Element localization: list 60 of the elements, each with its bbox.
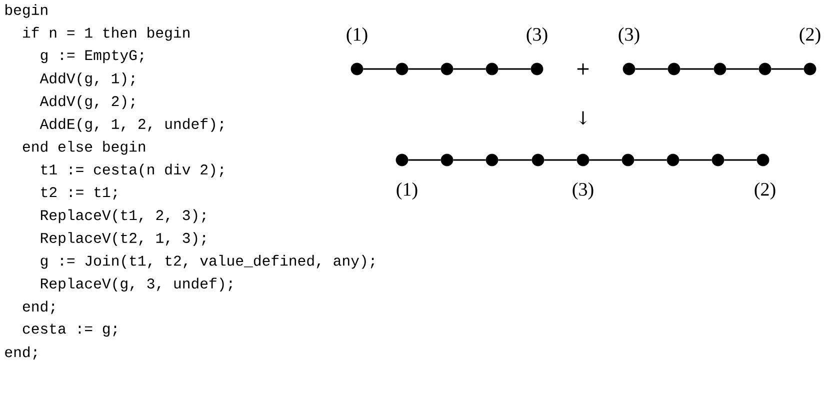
vertex-label: (1)	[396, 182, 418, 200]
code-line: ReplaceV(t1, 2, 3);	[40, 209, 206, 224]
edge-line	[724, 159, 757, 161]
vertex	[396, 62, 408, 76]
code-line: begin	[6, 4, 48, 18]
code-line: end;	[22, 300, 54, 314]
vertex-label: (1)	[346, 27, 368, 45]
vertex	[486, 154, 498, 166]
plus-sign: +	[577, 63, 589, 75]
vertex	[440, 154, 454, 166]
edge-line	[726, 68, 759, 70]
code-line: end;	[5, 346, 36, 360]
vertex	[804, 62, 816, 76]
vertex-label: (3)	[526, 27, 548, 45]
vertex	[530, 62, 544, 76]
vertex	[668, 62, 680, 76]
code-line: ReplaceV(g, 3, undef);	[40, 278, 232, 292]
vertex	[756, 154, 770, 166]
vertex	[622, 154, 634, 166]
code-line: ReplaceV(t2, 1, 3);	[40, 232, 206, 246]
vertex	[532, 154, 544, 166]
edge-line	[363, 68, 396, 70]
code-line: AddE(g, 1, 2, undef);	[40, 118, 224, 132]
code-line: end else begin	[22, 140, 146, 155]
vertex	[714, 62, 726, 76]
code-line: cesta := g;	[22, 324, 116, 337]
edge-line	[544, 159, 577, 161]
vertex	[576, 154, 590, 166]
edge-line	[771, 68, 804, 70]
edge-line	[453, 159, 486, 161]
vertex-label: (3)	[572, 182, 594, 200]
down-arrow-symbol: ↓	[579, 111, 587, 125]
code-line: g := EmptyG;	[40, 50, 144, 64]
edge-line	[498, 68, 531, 70]
vertex-label: (3)	[618, 27, 640, 45]
code-line: if n = 1 then begin	[23, 26, 190, 41]
code-line: AddV(g, 2);	[40, 95, 134, 110]
vertex	[622, 62, 636, 76]
edge-line	[679, 159, 712, 161]
code-line: AddV(g, 1);	[40, 72, 134, 86]
edge-line	[635, 68, 668, 70]
edge-line	[453, 68, 486, 70]
code-line: g := Join(t1, t2, value_defined, any);	[40, 254, 374, 269]
edge-line	[589, 159, 622, 161]
vertex-label: (2)	[800, 27, 820, 45]
edge-line	[498, 159, 532, 161]
edge-line	[408, 68, 441, 70]
vertex	[440, 62, 454, 76]
edge-line	[408, 159, 441, 161]
vertex	[666, 154, 680, 166]
vertex	[486, 62, 498, 76]
code-line: t2 := t1;	[41, 187, 116, 200]
edge-line	[680, 68, 714, 70]
code-line: t1 := cesta(n div 2);	[41, 164, 224, 178]
vertex-label: (2)	[754, 182, 776, 200]
vertex	[350, 62, 364, 76]
edge-line	[634, 159, 667, 161]
vertex	[758, 62, 772, 76]
vertex	[396, 154, 408, 166]
vertex	[712, 154, 724, 166]
